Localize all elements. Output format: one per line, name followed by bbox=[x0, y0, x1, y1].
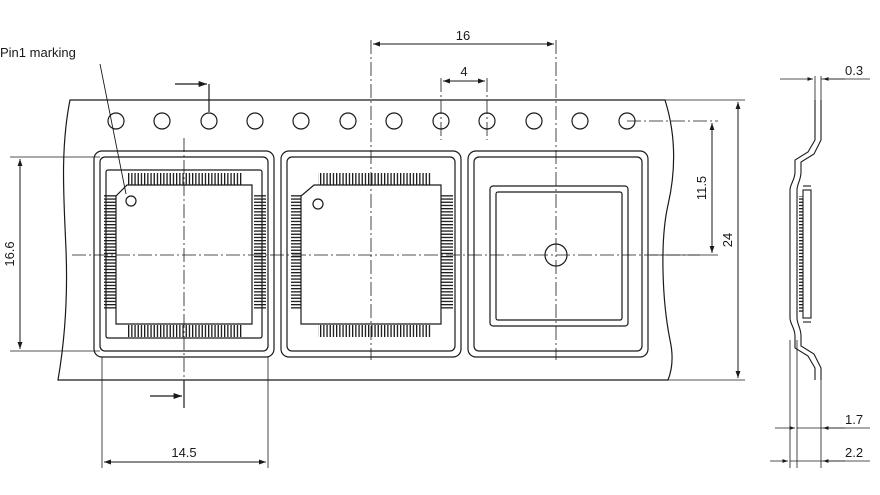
dim-text-carrier-depth: 1.7 bbox=[845, 412, 863, 427]
sprocket-hole bbox=[525, 112, 543, 130]
dim-text-pocket-width: 14.5 bbox=[171, 445, 196, 460]
chip-leads-left bbox=[291, 194, 303, 310]
section-marker-bottom bbox=[150, 380, 185, 408]
center-lines bbox=[72, 40, 718, 395]
chip-leads-bottom bbox=[318, 325, 432, 337]
sprocket-hole bbox=[200, 112, 218, 130]
chip-leads-bottom bbox=[127, 325, 243, 337]
pin1-leader bbox=[99, 63, 127, 195]
side-dimension-lines bbox=[770, 76, 870, 468]
side-chip-body bbox=[802, 189, 812, 319]
dim-text-total-depth: 2.2 bbox=[845, 445, 863, 460]
sprocket-hole bbox=[571, 112, 589, 130]
carrier-tape bbox=[57, 99, 675, 381]
chip-body bbox=[300, 184, 442, 325]
sprocket-hole bbox=[385, 112, 403, 130]
dim-text-pocket-height: 16.6 bbox=[2, 241, 17, 266]
sprocket-holes bbox=[107, 112, 636, 130]
chip-leads-right bbox=[254, 194, 266, 310]
chip-leads-left bbox=[104, 194, 116, 310]
dim-text-tape-width: 24 bbox=[720, 233, 735, 247]
dimension-lines bbox=[17, 41, 741, 465]
pocket-2 bbox=[280, 150, 462, 358]
pin1-dot bbox=[125, 195, 137, 207]
side-view bbox=[789, 100, 822, 380]
chip-leads-right bbox=[441, 194, 453, 310]
side-chip-leads bbox=[799, 196, 803, 312]
sprocket-hole bbox=[292, 112, 310, 130]
section-marker-top bbox=[175, 81, 210, 112]
dim-text-pitch: 16 bbox=[456, 28, 470, 43]
pin1-dot bbox=[312, 198, 324, 210]
pocket-3-empty bbox=[467, 150, 649, 358]
dim-text-hole-pitch: 4 bbox=[460, 64, 467, 79]
dim-text-tape-thickness: 0.3 bbox=[845, 63, 863, 78]
tape-outline bbox=[57, 99, 675, 381]
pin1-marking-label: Pin1 marking bbox=[0, 45, 76, 60]
sprocket-hole bbox=[339, 112, 357, 130]
dim-text-hole-offset: 11.5 bbox=[694, 176, 709, 200]
chip-leads-top bbox=[318, 173, 432, 185]
sprocket-hole bbox=[153, 112, 171, 130]
sprocket-hole bbox=[246, 112, 264, 130]
extension-lines bbox=[10, 99, 745, 468]
chip-leads-top bbox=[127, 173, 243, 185]
